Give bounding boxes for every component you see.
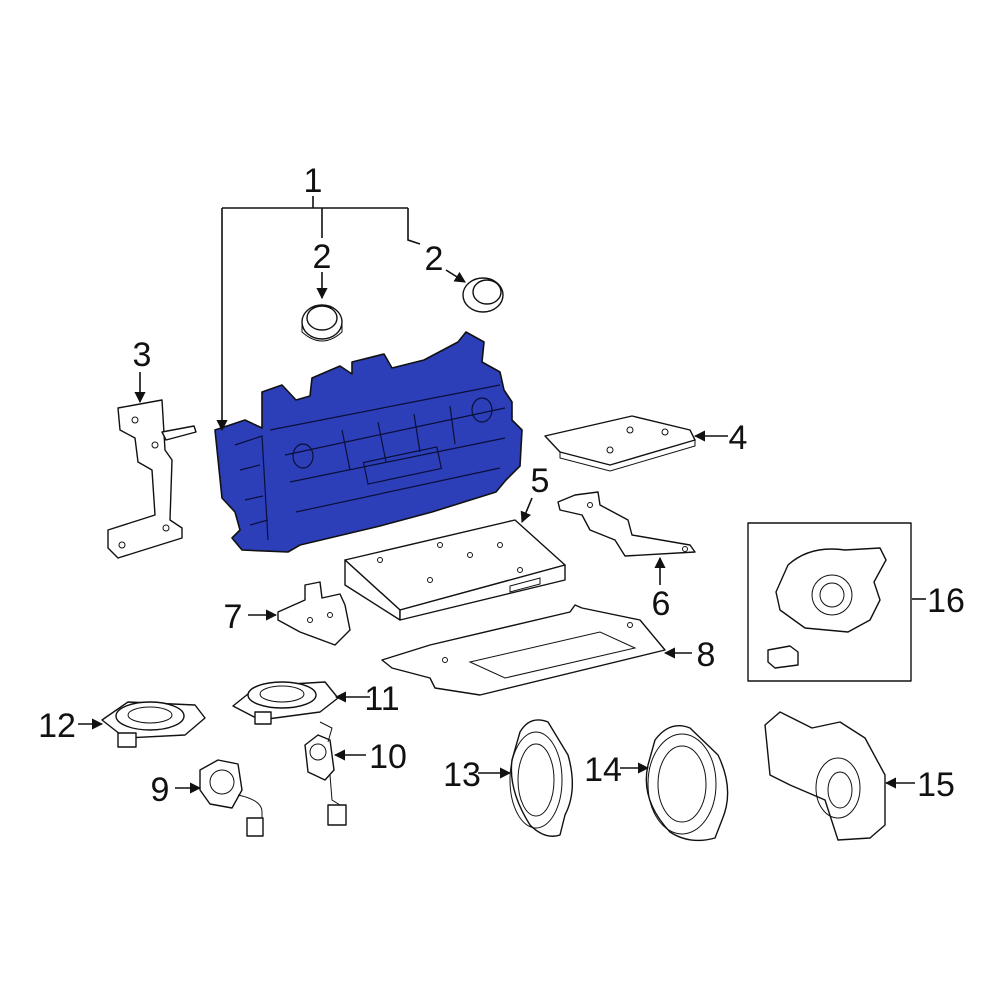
callout-16: 16 xyxy=(927,582,965,620)
leader-lines xyxy=(78,196,926,794)
callout-14: 14 xyxy=(584,751,622,789)
callout-6: 6 xyxy=(652,585,671,623)
part-12-speaker[interactable] xyxy=(101,701,206,748)
part-5-amplifier[interactable] xyxy=(344,519,566,621)
callout-5: 5 xyxy=(531,462,550,500)
part-10-tweeter[interactable] xyxy=(304,721,347,826)
callout-11: 11 xyxy=(364,680,399,718)
part-14-speaker[interactable] xyxy=(645,725,729,842)
part-11-speaker[interactable] xyxy=(232,681,339,725)
part-15-subwoofer[interactable] xyxy=(764,711,886,841)
callout-10: 10 xyxy=(369,738,407,776)
callout-4: 4 xyxy=(729,419,748,457)
part-6-bracket[interactable] xyxy=(557,491,696,557)
part-4-mounting-plate[interactable] xyxy=(544,415,696,472)
part-16-inset[interactable] xyxy=(747,522,912,682)
callout-9: 9 xyxy=(151,771,170,809)
part-7-bracket[interactable] xyxy=(277,581,351,646)
panel-body xyxy=(214,331,523,553)
part-2-knob-left[interactable] xyxy=(301,304,343,342)
callout-12: 12 xyxy=(38,707,76,745)
part-13-speaker[interactable] xyxy=(509,719,573,837)
part-9-tweeter[interactable] xyxy=(199,759,264,837)
callout-15: 15 xyxy=(917,766,955,804)
part-3-bracket[interactable] xyxy=(107,399,197,559)
callout-2-right: 2 xyxy=(425,240,444,278)
part-1-radio-control-panel[interactable] xyxy=(214,331,523,553)
part-2-knob-right[interactable] xyxy=(462,277,504,313)
callout-8: 8 xyxy=(697,636,716,674)
callout-1: 1 xyxy=(304,162,323,200)
part-8-tray[interactable] xyxy=(381,604,666,696)
callout-2-left: 2 xyxy=(313,238,332,276)
callout-3: 3 xyxy=(133,336,152,374)
callout-13: 13 xyxy=(443,756,481,794)
callout-7: 7 xyxy=(224,598,243,636)
callout-labels: 1 2 2 3 4 5 6 7 8 9 10 11 12 13 14 15 16 xyxy=(38,162,965,809)
